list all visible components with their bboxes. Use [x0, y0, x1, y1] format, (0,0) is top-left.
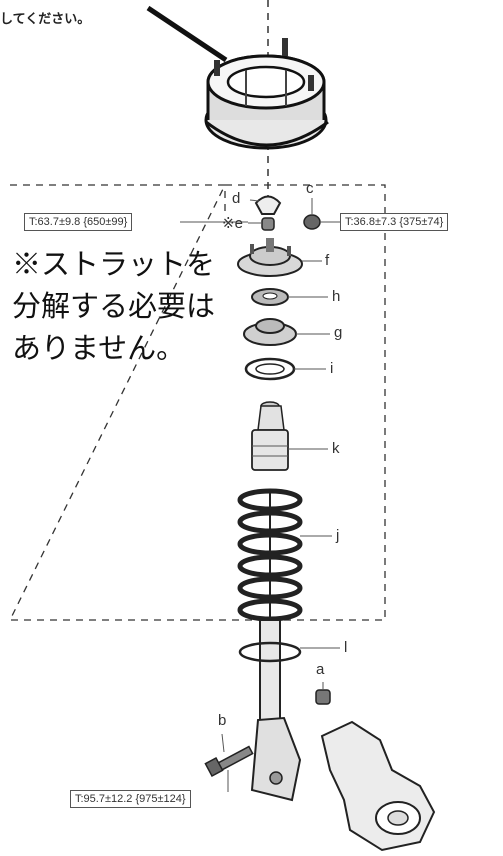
spacer-ring — [204, 38, 329, 150]
part-label-d: d — [232, 190, 241, 207]
part-label-e: ※e — [222, 215, 243, 232]
part-label-f: f — [325, 252, 330, 269]
part-j-spring — [237, 488, 332, 622]
part-label-i: i — [330, 360, 334, 377]
note-line-1: ※ストラットを — [12, 249, 216, 281]
part-a-nut — [315, 682, 331, 705]
part-f-mount — [237, 238, 322, 277]
torque-label-b: T:95.7±12.2 {975±124} — [70, 790, 191, 808]
part-l-strut — [238, 619, 340, 802]
part-label-a: a — [316, 661, 325, 678]
part-d-cap — [249, 195, 282, 215]
no-disassembly-note: ※ストラットを 分解する必要は ありません。 — [12, 244, 215, 370]
part-g-seat — [243, 318, 330, 346]
note-line-3: ありません。 — [12, 333, 186, 365]
part-label-k: k — [332, 440, 340, 457]
note-line-2: 分解する必要は — [12, 291, 216, 323]
part-b-bolt — [204, 733, 254, 778]
part-i-insulator — [244, 357, 326, 381]
part-label-g: g — [334, 324, 343, 341]
no-disassembly-region — [8, 184, 386, 621]
steering-knuckle — [320, 720, 436, 852]
part-e-nut — [248, 217, 275, 231]
part-h-bearing — [251, 288, 328, 306]
part-label-l: l — [344, 639, 348, 656]
part-c-nut — [303, 198, 340, 230]
part-label-b: b — [218, 712, 227, 729]
torque-label-c: T:36.8±7.3 {375±74} — [340, 213, 449, 231]
part-label-j: j — [336, 527, 340, 544]
part-label-h: h — [332, 288, 341, 305]
part-label-c: c — [306, 180, 314, 197]
pointer-line — [146, 5, 228, 63]
top-instruction-text: してください。 — [0, 11, 91, 26]
torque-label-e: T:63.7±9.8 {650±99} — [24, 213, 133, 231]
part-k-bumpstop — [251, 401, 328, 471]
